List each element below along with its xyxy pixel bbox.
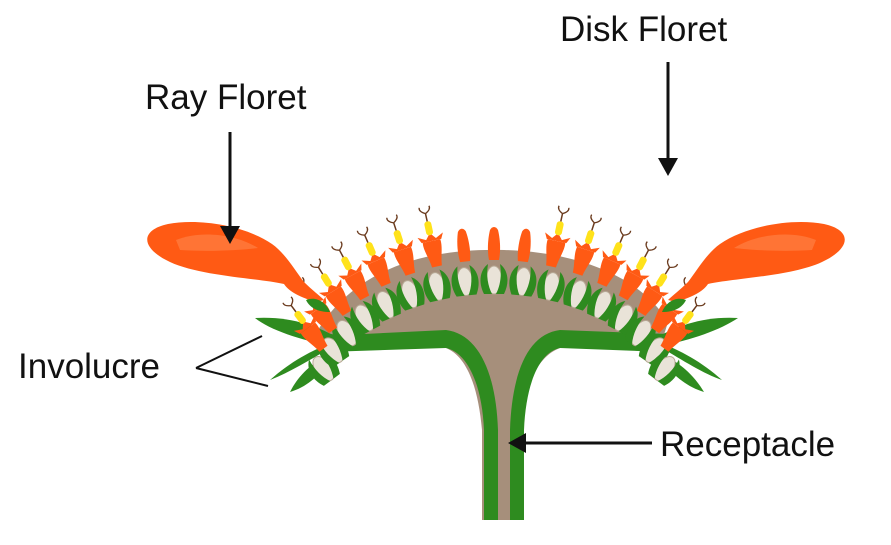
involucre-pointer-lower <box>195 367 269 387</box>
ovary <box>509 265 537 297</box>
disk-floret <box>356 226 391 287</box>
disk-floret <box>597 226 632 287</box>
ovary <box>332 316 363 351</box>
receptacle-outline <box>322 330 498 520</box>
ovary <box>607 300 638 335</box>
disk-floret <box>457 228 471 263</box>
disk-florets <box>282 205 706 352</box>
ray-floret-arrowhead <box>220 226 240 244</box>
involucre-label: Involucre <box>18 347 160 386</box>
ovary <box>480 264 508 295</box>
ray-floret-right <box>662 222 845 312</box>
receptacle-arrowhead <box>508 433 526 453</box>
pointer-arrows <box>195 62 678 453</box>
ovary <box>423 269 451 303</box>
stem <box>498 430 510 520</box>
involucre-pointer-upper <box>195 335 263 369</box>
ovary <box>648 352 680 386</box>
disk-floret <box>660 296 706 352</box>
receptacle-body <box>318 249 668 521</box>
disk-floret <box>386 214 416 276</box>
ray-floret-left <box>147 222 330 312</box>
disk-floret <box>572 214 602 276</box>
ovary <box>350 300 381 335</box>
disk-floret <box>331 241 370 301</box>
disk-floret <box>417 205 443 268</box>
ovary <box>537 269 565 303</box>
disk-floret <box>545 205 571 268</box>
disk-floret <box>636 258 679 316</box>
disk-floret-arrowhead <box>658 158 678 176</box>
ovary <box>625 316 656 351</box>
ovary <box>318 333 350 368</box>
disk-floret <box>282 296 328 352</box>
ovary <box>563 277 592 311</box>
receptacle-label: Receptacle <box>660 425 835 464</box>
ovary <box>396 277 425 311</box>
ray-floret-label: Ray Floret <box>145 78 307 117</box>
disk-floret <box>487 227 501 260</box>
ovary-row <box>308 264 680 386</box>
disk-floret <box>618 241 657 301</box>
disk-floret <box>309 258 352 316</box>
ovary <box>587 287 617 322</box>
ovary <box>371 287 401 322</box>
disk-floret-label: Disk Floret <box>560 10 728 49</box>
disk-floret <box>517 228 531 263</box>
ovary <box>451 265 479 297</box>
